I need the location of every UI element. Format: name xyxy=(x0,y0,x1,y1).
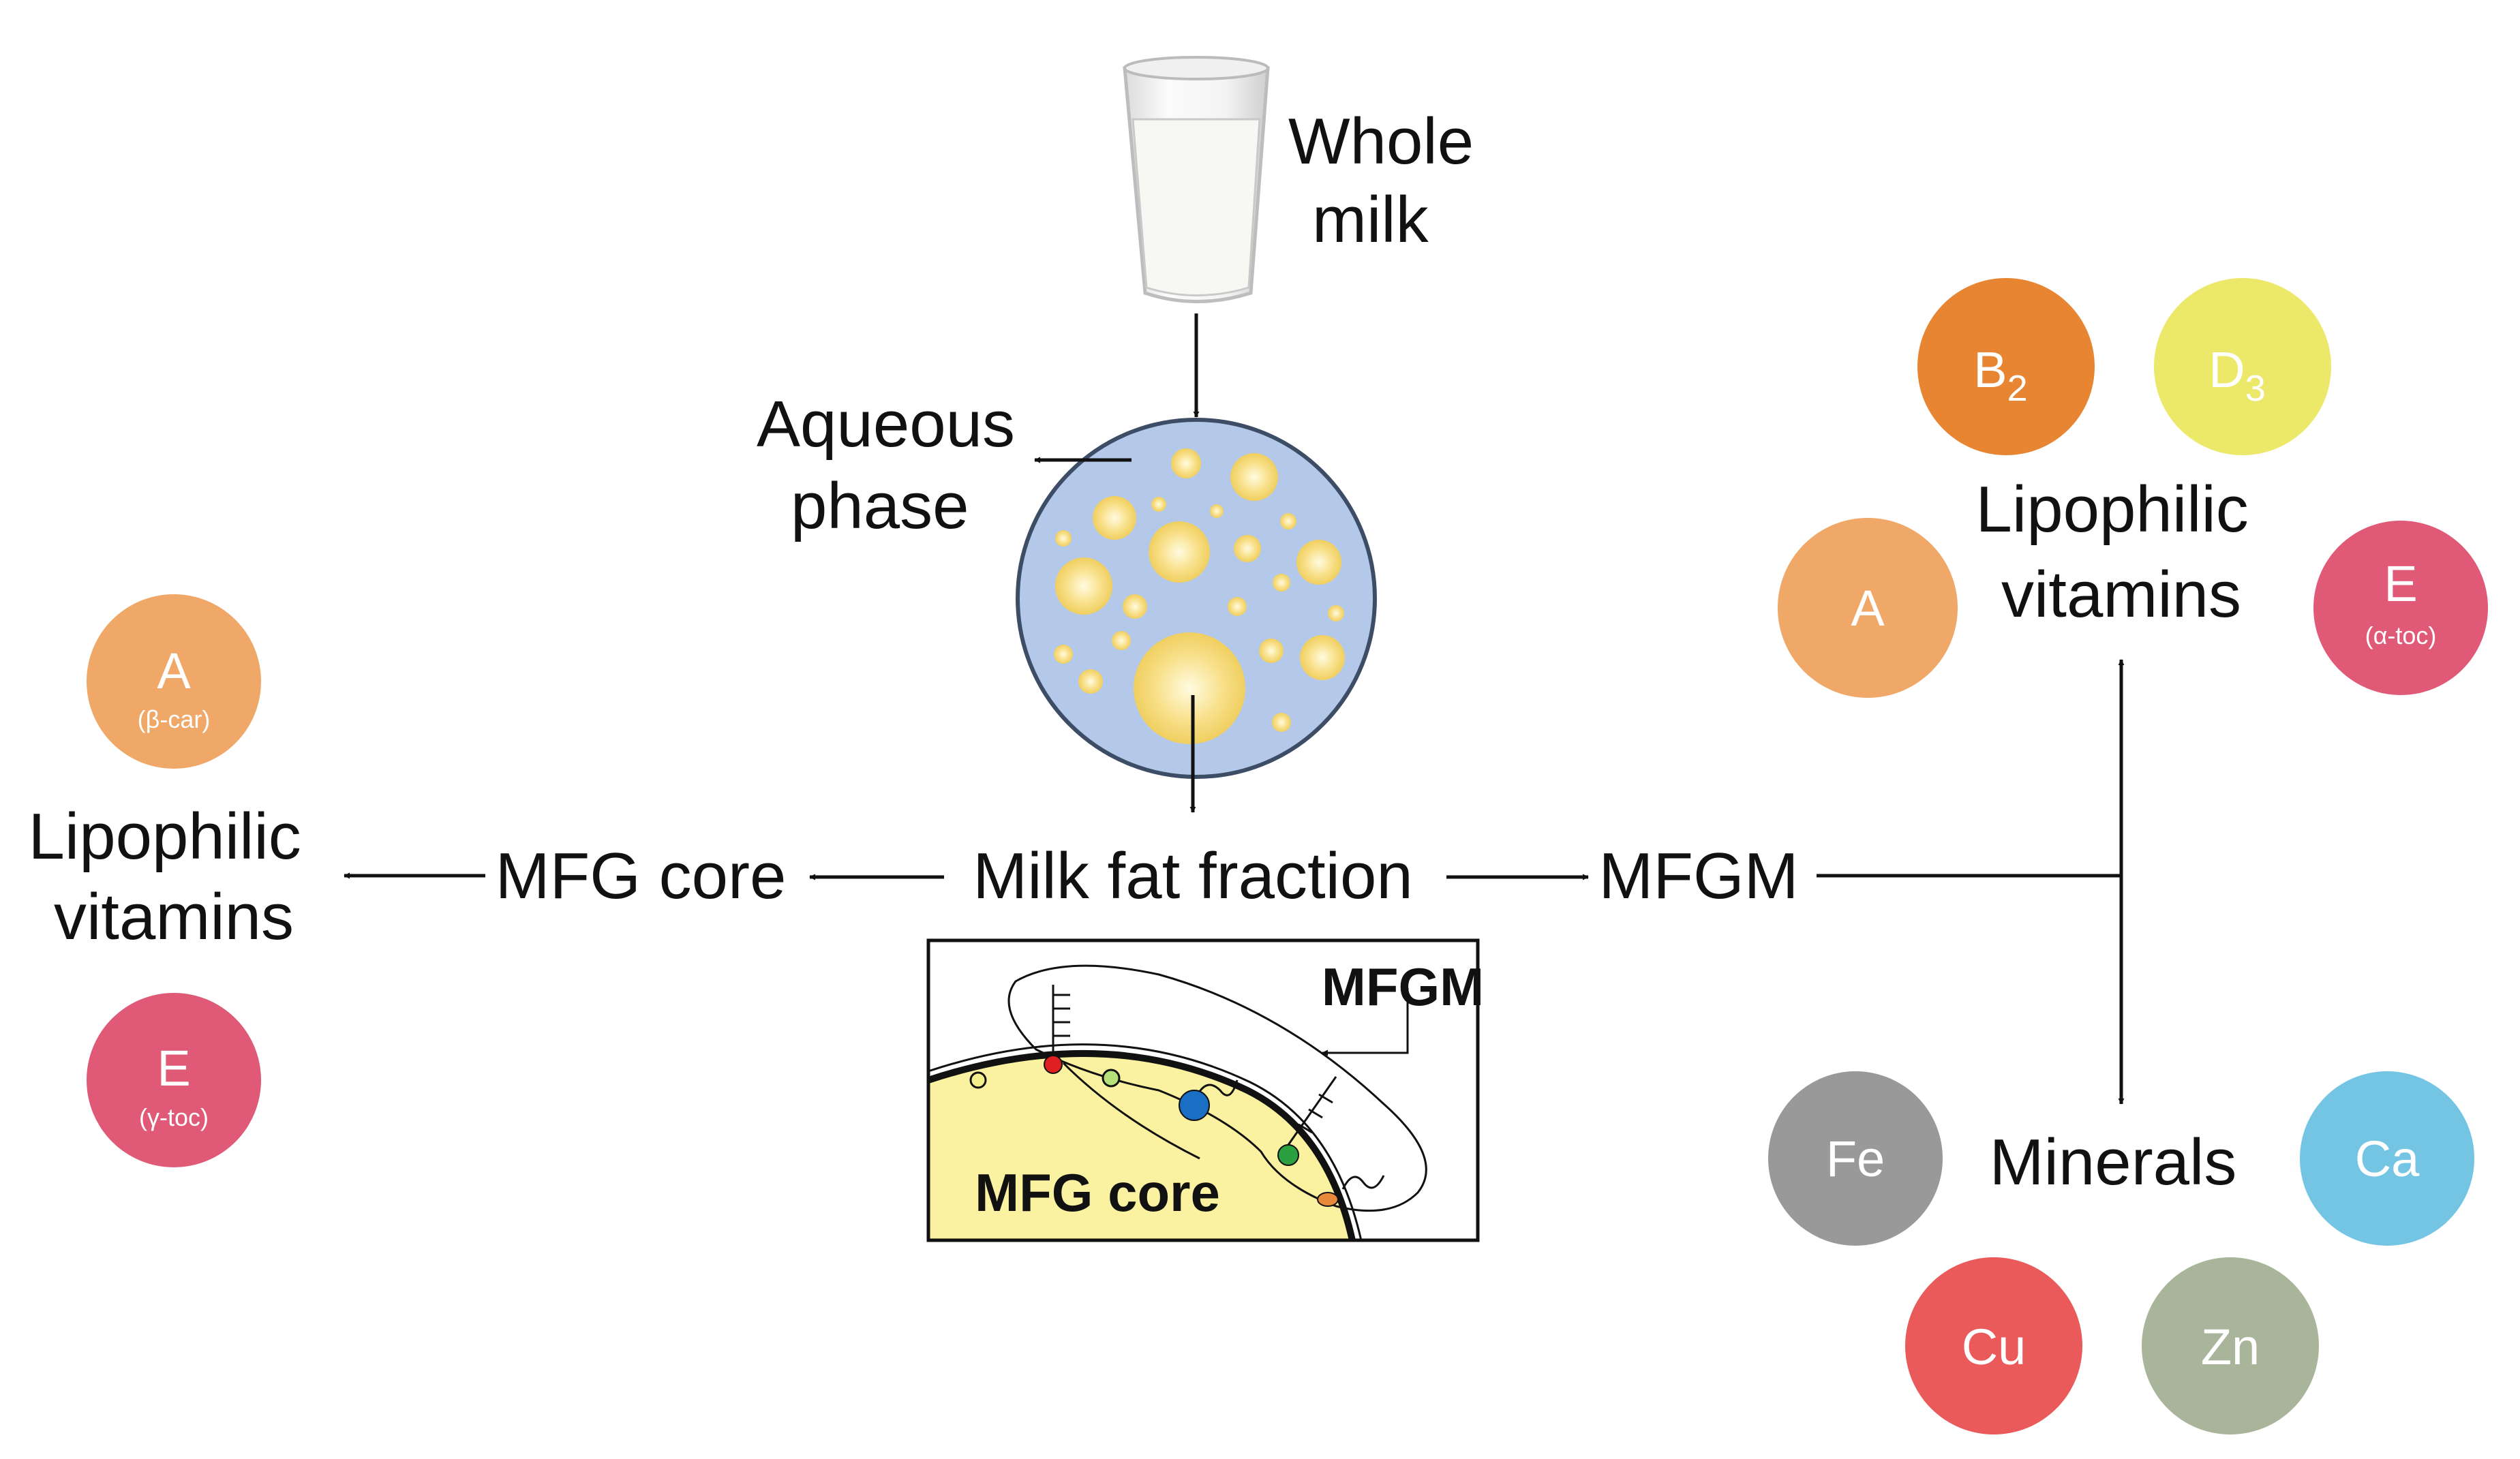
vitamin-e-alpha-tocopherol-circle: E (α-toc) xyxy=(2313,521,2488,695)
lipophilic-vitamins-left-label: Lipophilic vitamins xyxy=(29,800,320,953)
aqueous-phase-label: Aqueous phase xyxy=(757,388,1033,542)
svg-text:Cu: Cu xyxy=(1962,1319,2026,1375)
vitamin-a-beta-carotene-circle: A (β-car) xyxy=(87,594,261,769)
mfgm-label: MFGM xyxy=(1598,840,1798,912)
svg-text:E: E xyxy=(157,1040,190,1096)
svg-text:(γ-toc): (γ-toc) xyxy=(139,1103,209,1131)
svg-text:D3: D3 xyxy=(2208,341,2266,409)
mfg-structure-inset: MFGM MFG core xyxy=(926,938,1484,1242)
mfg-core-label: MFG core xyxy=(496,840,787,912)
mineral-ca-circle: Ca xyxy=(2300,1071,2474,1246)
milk-glass-icon xyxy=(1123,56,1270,303)
inset-mfg-core-label: MFG core xyxy=(975,1163,1220,1223)
milk-fat-fraction-label: Milk fat fraction xyxy=(973,840,1413,912)
mineral-fe-circle: Fe xyxy=(1768,1071,1943,1246)
svg-text:B2: B2 xyxy=(1973,341,2027,409)
svg-text:(β-car): (β-car) xyxy=(138,705,211,733)
vitamin-b2-circle: B2 xyxy=(1917,278,2095,455)
milk-emulsion-icon xyxy=(1016,418,1377,779)
vitamin-d3-circle: D3 xyxy=(2154,278,2331,455)
svg-text:A: A xyxy=(1851,580,1885,636)
svg-text:A: A xyxy=(157,643,191,699)
lipophilic-vitamins-right-label: Lipophilic vitamins xyxy=(1976,473,2267,631)
svg-text:Ca: Ca xyxy=(2355,1131,2420,1187)
svg-text:(α-toc): (α-toc) xyxy=(2365,621,2437,649)
svg-text:E: E xyxy=(2384,555,2417,612)
minerals-label: Minerals xyxy=(1990,1126,2237,1199)
svg-text:Zn: Zn xyxy=(2201,1319,2260,1375)
inset-mfgm-label: MFGM xyxy=(1322,957,1484,1017)
mfgm-branch-connector xyxy=(1817,659,2125,1105)
mineral-zn-circle: Zn xyxy=(2142,1257,2319,1434)
vitamin-a-circle: A xyxy=(1778,518,1958,698)
whole-milk-label: Whole milk xyxy=(1288,105,1492,256)
svg-text:Fe: Fe xyxy=(1826,1131,1885,1187)
mineral-cu-circle: Cu xyxy=(1905,1257,2082,1434)
vitamin-e-gamma-tocopherol-circle: E (γ-toc) xyxy=(87,993,261,1167)
